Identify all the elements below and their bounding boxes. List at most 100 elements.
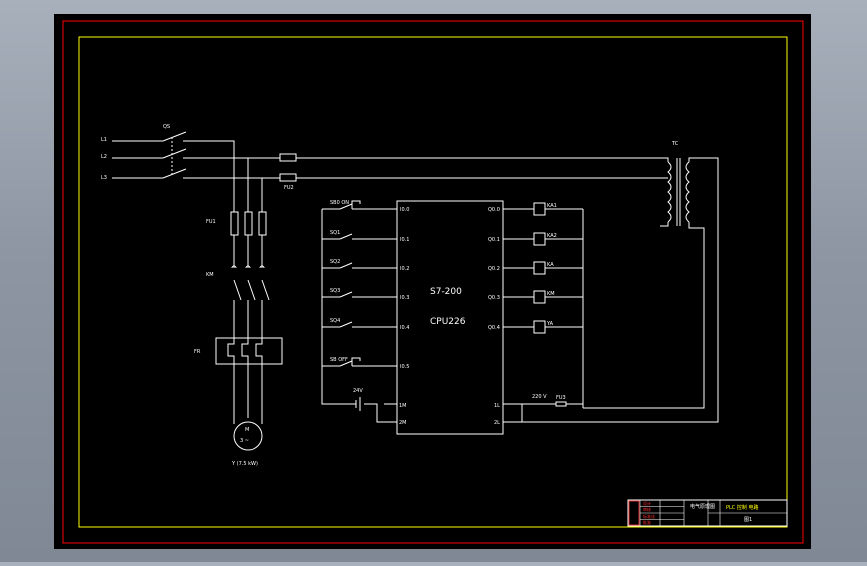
output-coil: [533, 261, 546, 275]
limit-switch-contact: [339, 291, 353, 298]
title-row-approve: 批准: [643, 519, 651, 525]
output-coil: [533, 232, 546, 246]
model-space: [54, 14, 811, 549]
fuse-fu2-label: FU2: [284, 185, 294, 191]
input-device-label: SQ1: [330, 230, 340, 236]
title-middle-label: 电气原理图: [690, 503, 715, 510]
transformer-label: TC: [671, 141, 679, 147]
motor-phase: 3 ~: [240, 438, 249, 444]
dc-supply: [355, 397, 361, 411]
title-row-review: 审核: [643, 506, 651, 512]
input-pin-label: I0.1: [400, 237, 409, 243]
line-l3-label: L3: [101, 175, 107, 181]
motor-spec: Y (7.5 kW): [231, 461, 258, 467]
transformer-core: [676, 158, 681, 226]
output-fuse-label: FU3: [556, 395, 566, 401]
input-device-label: SQ4: [330, 318, 340, 324]
output-supply-label: 220 V: [532, 394, 547, 400]
motor-m: [233, 421, 263, 451]
fuse-fu2-a: [279, 153, 297, 162]
output-device-label: KA1: [547, 203, 557, 209]
input-device-label: SQ2: [330, 259, 340, 265]
input-device-label: SQ3: [330, 288, 340, 294]
motor-leads: [233, 364, 263, 424]
plc-body: [396, 200, 504, 435]
output-pin-label: Q0.4: [488, 325, 500, 331]
output-device-label: KA: [547, 262, 554, 268]
input-common-bus: [321, 209, 397, 423]
input-device-label: SB0 ON: [330, 200, 349, 206]
thermal-relay-label: FR: [194, 349, 201, 355]
contactor-km-label: KM: [206, 272, 214, 278]
plc-model: S7-200: [430, 287, 462, 297]
fuse-fu1-label: FU1: [206, 219, 216, 225]
km-main-contacts: [233, 279, 270, 301]
km-feed: [233, 235, 263, 268]
output-fuse: [555, 401, 567, 407]
output-pin-label: Q0.1: [488, 237, 500, 243]
secondary-winding: [685, 161, 690, 223]
control-transformer: TC: [530, 141, 719, 423]
common-out-1l: 1L: [494, 403, 500, 409]
km-load-side: [233, 300, 263, 338]
primary-winding: [667, 161, 672, 223]
output-coil: [533, 320, 546, 334]
output-pin-label: Q0.0: [488, 207, 500, 213]
output-device-label: KA2: [547, 233, 557, 239]
limit-switch-contact: [339, 233, 353, 240]
title-row-design: 设计: [643, 500, 651, 506]
title-block: 设计 审核 标准化 批准 电气原理图 PLC 控制 电路 图1: [627, 499, 788, 527]
secondary-leads: [530, 157, 719, 423]
output-row: YA Q0.4: [488, 320, 583, 334]
input-pin-label: I0.3: [400, 295, 409, 301]
input-pin-label: I0.2: [400, 266, 409, 272]
title-drawing-name: PLC 控制 电路: [726, 504, 758, 511]
output-device-label: KM: [547, 291, 555, 297]
input-row: SB OFF I0.5: [322, 357, 409, 370]
input-pin-label: I0.0: [400, 207, 409, 213]
pushbutton-contact: [339, 200, 361, 210]
incoming-lines: [112, 140, 163, 179]
limit-switch-contact: [339, 321, 353, 328]
common-in-2m: 2M: [399, 420, 407, 426]
output-row: KM Q0.3: [488, 290, 583, 304]
plc-inputs: SB0 ON I0.0SQ1I0.1SQ2I0.2SQ3I0.3SQ4I0.4SB…: [322, 200, 409, 370]
fuse-fu2-b: [279, 173, 297, 182]
plc-cpu: CPU226: [430, 317, 466, 327]
input-device-label: SB OFF: [330, 357, 348, 363]
transformer-primary-leads: [640, 157, 669, 179]
title-block-grid: [639, 500, 788, 526]
input-pin-label: I0.5: [400, 364, 409, 370]
control-taps: [248, 157, 668, 179]
dc-supply-label: 24V: [353, 388, 363, 394]
km-contact-arcs: [231, 265, 265, 269]
plc-unit: S7-200 CPU226: [396, 200, 504, 435]
main-switch-label: QS: [163, 124, 170, 130]
inner-border: [78, 36, 788, 528]
output-device-label: YA: [546, 321, 554, 327]
title-logo: [628, 500, 640, 526]
output-common: [503, 403, 530, 423]
power-circuit: L1 L2 L3 QS FU2 FU1 KM FR M 3 ~: [101, 124, 668, 467]
title-row-standard: 标准化: [643, 513, 655, 519]
fr-heater-elements: [227, 338, 263, 364]
common-in-1m: 1M: [399, 403, 407, 409]
motor-label: M: [245, 427, 249, 433]
output-pin-label: Q0.3: [488, 295, 500, 301]
pushbutton-contact: [339, 357, 361, 367]
output-coil: [533, 290, 546, 304]
outer-border: [62, 20, 804, 544]
limit-switch-contact: [339, 262, 353, 269]
input-pin-label: I0.4: [400, 325, 409, 331]
output-coil: [533, 202, 546, 216]
